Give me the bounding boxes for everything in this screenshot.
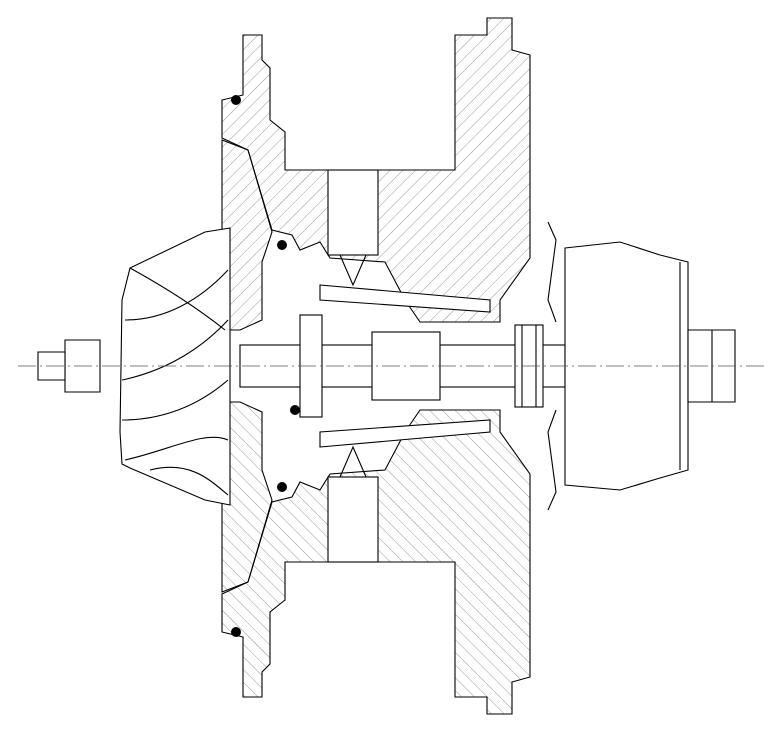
compressor-blade <box>121 379 229 421</box>
turbine-wheel <box>564 241 736 491</box>
compressor-blade <box>129 267 226 331</box>
oil-feed-passage <box>319 284 491 313</box>
compressor-blade <box>124 269 229 321</box>
housing-lower-half <box>221 401 557 715</box>
bearing-housing <box>221 17 557 715</box>
compressor-blade <box>124 436 229 461</box>
o-ring <box>290 405 300 415</box>
drill-point <box>339 254 367 287</box>
oil-inlet-bore <box>327 169 379 256</box>
heat-shield-profile <box>547 221 557 323</box>
o-ring <box>231 95 241 105</box>
compressor-hub <box>119 227 231 506</box>
compressor-blade <box>121 319 229 381</box>
compressor-blade <box>149 466 229 496</box>
compressor-wheel <box>37 227 231 506</box>
turbine-wheel-body <box>564 241 689 491</box>
o-ring <box>277 240 287 250</box>
